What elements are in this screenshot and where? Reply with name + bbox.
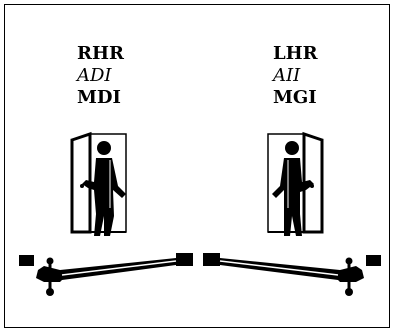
label-group-right: LHR AII MGI bbox=[273, 43, 318, 109]
handing-code-right: LHR bbox=[273, 43, 318, 64]
label-group-left: RHR ADI MDI bbox=[77, 43, 124, 109]
door-closer-arm-icon bbox=[203, 253, 381, 296]
handing-code-translated-left: MDI bbox=[77, 87, 121, 108]
door-closer-arm-icon bbox=[19, 253, 193, 296]
handing-code-italic-right: AII bbox=[273, 65, 301, 86]
handing-code-translated-right: MGI bbox=[273, 87, 317, 108]
handing-code-italic-left: ADI bbox=[77, 65, 112, 86]
person-at-door-icon bbox=[267, 131, 324, 236]
person-at-door-icon bbox=[70, 131, 127, 236]
handing-code-left: RHR bbox=[77, 43, 124, 64]
